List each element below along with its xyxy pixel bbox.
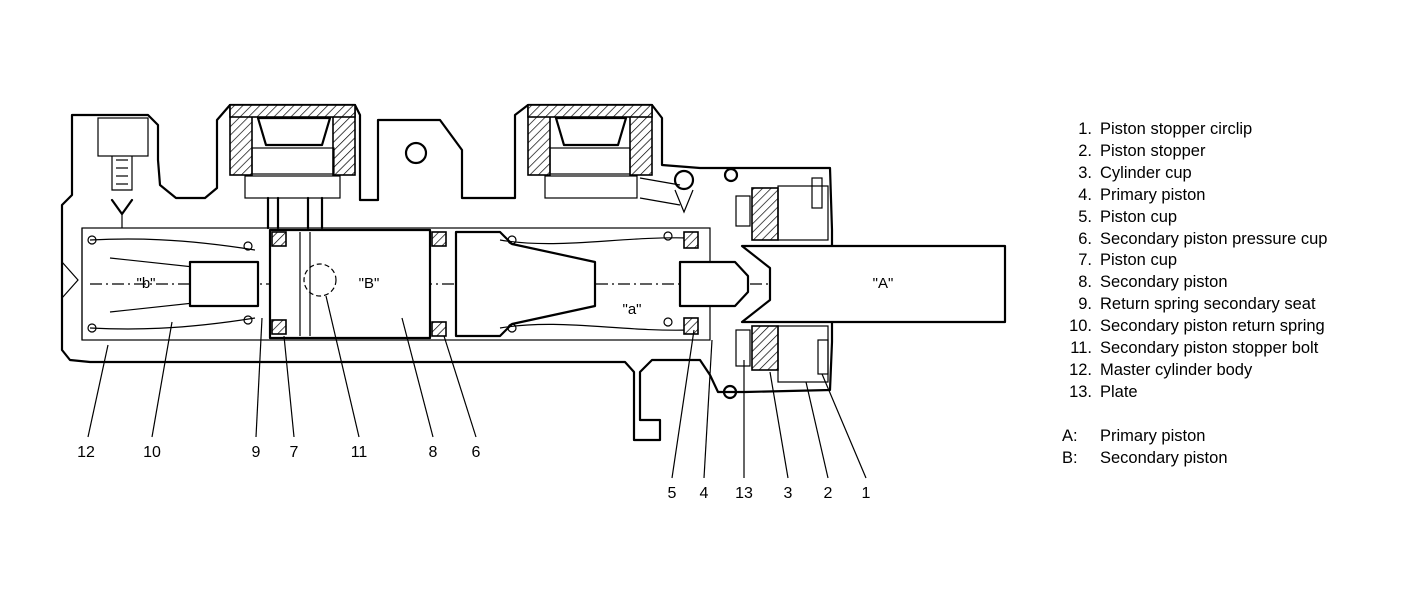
callout-5: 5 bbox=[668, 485, 677, 502]
legend-item: 5.Piston cup bbox=[1078, 207, 1178, 226]
callout-7: 7 bbox=[290, 444, 299, 461]
callout-6: 6 bbox=[472, 444, 481, 461]
callout-11: 11 bbox=[351, 444, 368, 461]
legend-item: 8.Secondary piston bbox=[1078, 273, 1228, 292]
callout-1: 1 bbox=[862, 485, 871, 502]
legend-item: 9.Return spring secondary seat bbox=[1078, 295, 1316, 314]
parts-legend: 1.Piston stopper circlip 2.Piston stoppe… bbox=[1062, 119, 1402, 469]
callout-4: 4 bbox=[700, 485, 709, 502]
legend-item: 11.Secondary piston stopper bolt bbox=[1070, 339, 1319, 358]
legend-chamber-item: A:Primary piston bbox=[1062, 426, 1206, 445]
legend-item: 6.Secondary piston pressure cup bbox=[1078, 229, 1328, 248]
reservoir-port-secondary bbox=[229, 104, 356, 230]
chamber-label-A-primary: "A" bbox=[873, 275, 894, 292]
outlet-fitting bbox=[97, 117, 149, 228]
legend-item: 13.Plate bbox=[1069, 382, 1138, 401]
legend-item: 10.Secondary piston return spring bbox=[1069, 317, 1325, 336]
callout-3: 3 bbox=[784, 485, 793, 502]
secondary-piston bbox=[268, 228, 447, 340]
legend-item: 1.Piston stopper circlip bbox=[1078, 120, 1253, 138]
legend-item: 7.Piston cup bbox=[1078, 251, 1178, 270]
primary-piston bbox=[454, 230, 1007, 338]
spring-seat bbox=[188, 260, 260, 308]
leader-lines bbox=[87, 295, 867, 479]
callout-2: 2 bbox=[824, 485, 833, 502]
chamber-label-b-secondary: "b" bbox=[137, 275, 156, 292]
legend-item: 2.Piston stopper bbox=[1078, 141, 1206, 160]
callout-12: 12 bbox=[77, 444, 95, 461]
chamber-label-B-secondary: "B" bbox=[359, 275, 380, 292]
legend-chamber-item: B:Secondary piston bbox=[1062, 448, 1228, 467]
piston-stopper-assembly bbox=[673, 167, 829, 400]
legend-item: 12.Master cylinder body bbox=[1069, 360, 1253, 379]
mounting-hole bbox=[404, 141, 428, 165]
callout-8: 8 bbox=[429, 444, 438, 461]
callout-10: 10 bbox=[143, 444, 161, 461]
legend-spacer bbox=[1062, 404, 1402, 426]
callout-13: 13 bbox=[735, 485, 753, 502]
chamber-label-a-primary: "a" bbox=[623, 301, 642, 318]
legend-item: 4.Primary piston bbox=[1078, 185, 1206, 204]
legend-item: 3.Cylinder cup bbox=[1078, 163, 1192, 182]
reservoir-port-primary bbox=[527, 104, 681, 206]
callout-9: 9 bbox=[252, 444, 261, 461]
